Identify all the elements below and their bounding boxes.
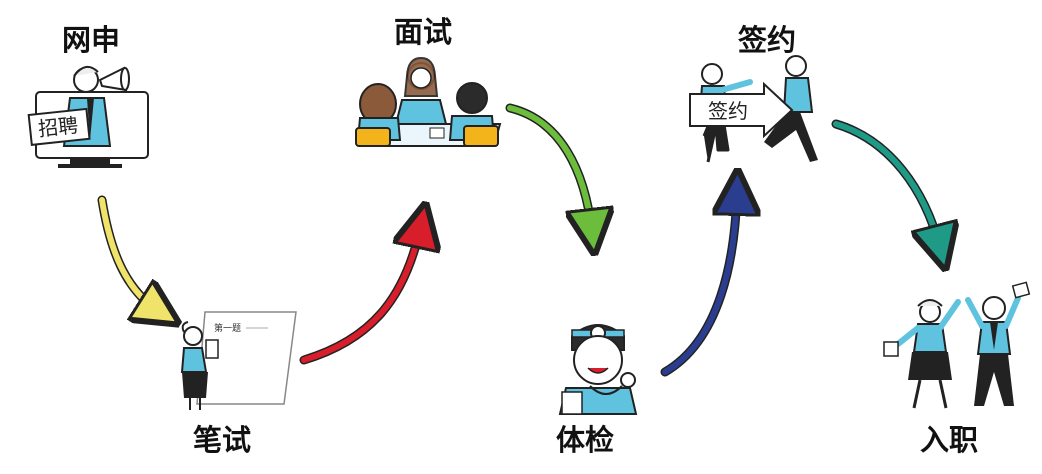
arrow-sign bbox=[689, 81, 794, 139]
arrow-apply-to-written bbox=[97, 195, 160, 312]
apply-illustration: 招聘 bbox=[27, 65, 149, 168]
sign-contract-illustration: 签约 bbox=[689, 55, 818, 163]
svg-text:签约: 签约 bbox=[708, 99, 748, 123]
chair-right bbox=[463, 125, 499, 147]
step-label-sign-contract: 签约 bbox=[738, 23, 796, 57]
clipboard-icon bbox=[561, 391, 583, 415]
document-icon bbox=[1011, 281, 1031, 299]
step-label-physical-exam: 体检 bbox=[556, 423, 614, 457]
stethoscope-icon bbox=[620, 372, 636, 388]
document-icon bbox=[883, 341, 899, 357]
svg-text:招聘: 招聘 bbox=[37, 113, 79, 141]
physical-exam-illustration bbox=[558, 324, 638, 415]
arrow-written-to-interview bbox=[299, 225, 421, 365]
arrow-interview-to-exam bbox=[505, 103, 592, 232]
written-test-illustration: 第一题 bbox=[180, 311, 297, 410]
chair-left bbox=[355, 127, 391, 147]
interview-illustration bbox=[355, 56, 502, 147]
step-label-interview: 面试 bbox=[394, 15, 452, 49]
svg-text:第一题: 第一题 bbox=[214, 322, 241, 334]
step-label-apply: 网申 bbox=[62, 23, 120, 57]
recruit-sign: 招聘 bbox=[27, 107, 91, 146]
arrow-exam-to-sign bbox=[660, 192, 737, 377]
arrow-sign-to-onboard bbox=[831, 119, 940, 248]
clipboard-icon bbox=[205, 339, 219, 359]
step-label-onboarding: 入职 bbox=[920, 423, 978, 457]
onboarding-illustration bbox=[883, 281, 1031, 409]
step-label-written-test: 笔试 bbox=[193, 423, 251, 457]
